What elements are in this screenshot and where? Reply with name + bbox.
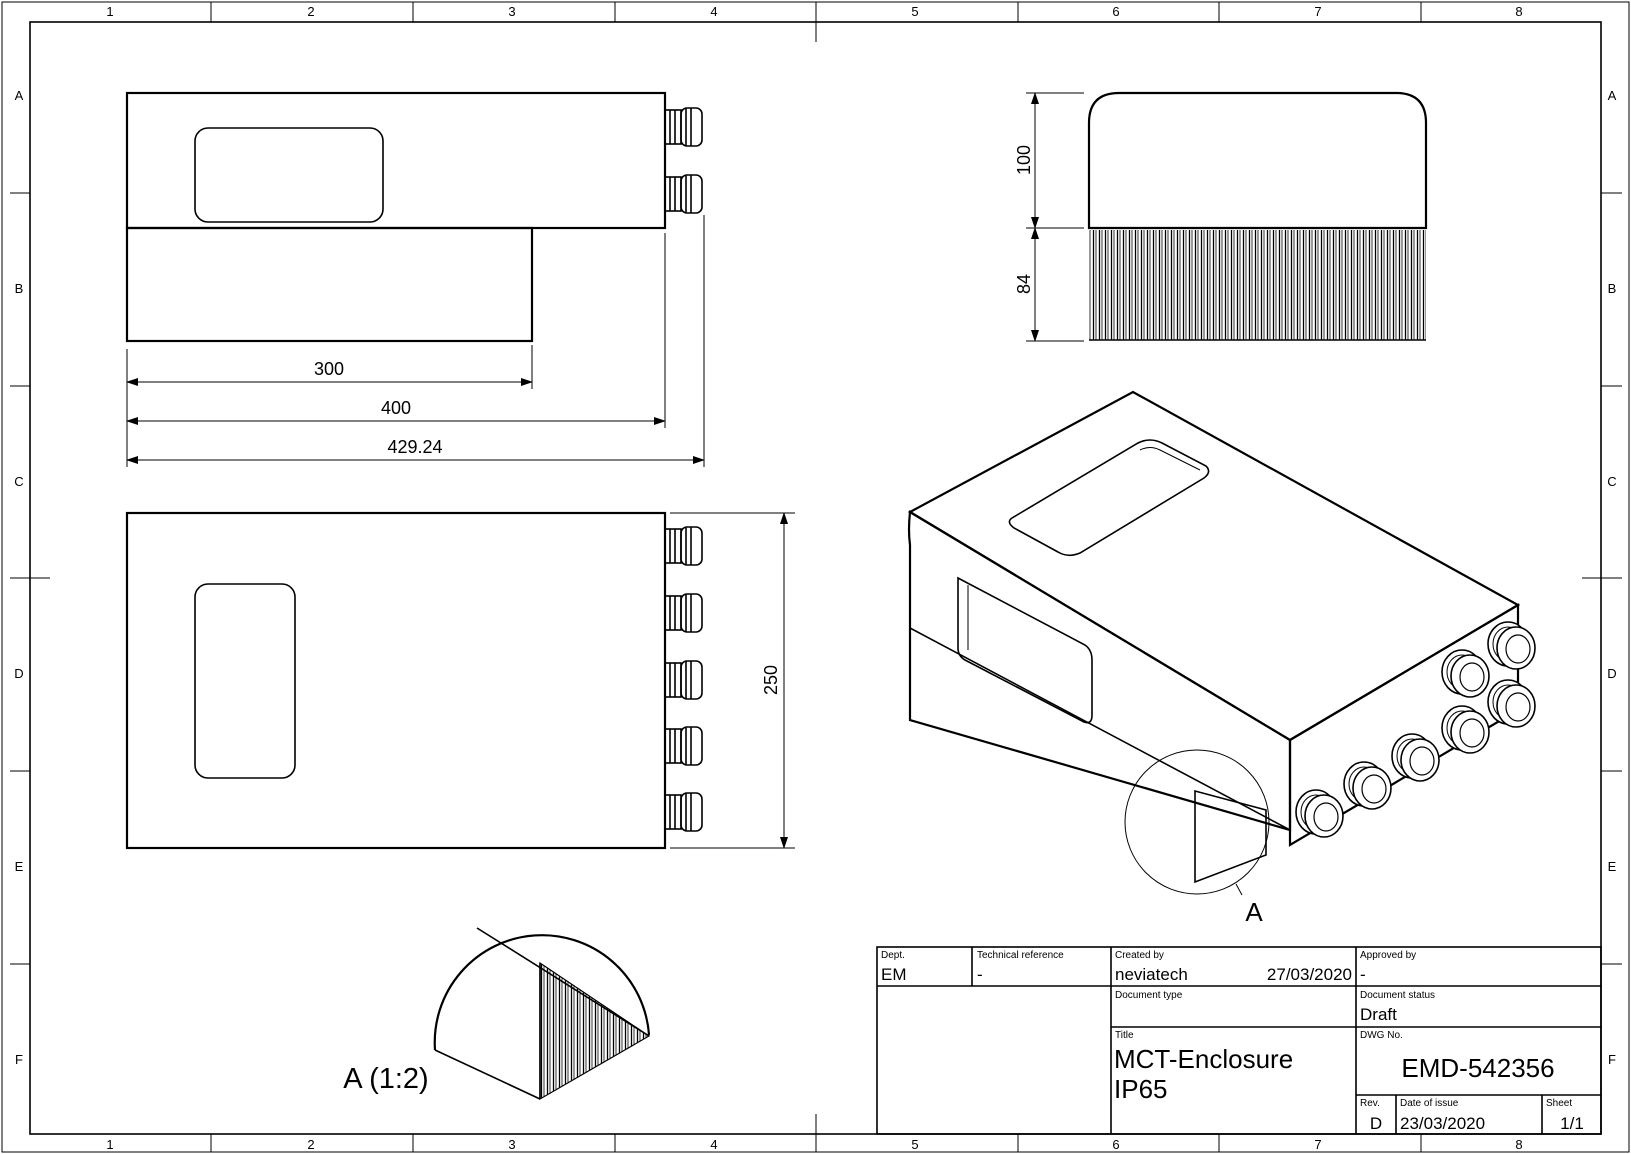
title-line-1: MCT-Enclosure	[1114, 1044, 1293, 1074]
grid-column-label: 4	[710, 4, 717, 19]
isometric-view: A	[907, 390, 1536, 927]
grid-row-label: E	[15, 859, 24, 874]
iso-cable-gland	[1295, 789, 1344, 838]
title-label: Title	[1115, 1030, 1134, 1041]
grid-row-label: C	[14, 474, 23, 489]
cable-gland	[664, 726, 703, 766]
iso-cable-gland	[1487, 621, 1536, 670]
grid-row-label: E	[1608, 859, 1617, 874]
grid-row-label: D	[1607, 666, 1616, 681]
detail-view-label: A (1:2)	[343, 1063, 428, 1095]
grid-row-label: A	[1608, 88, 1617, 103]
cable-gland	[664, 526, 703, 566]
dept-label: Dept.	[881, 950, 905, 961]
cable-gland	[664, 792, 703, 832]
title-line-2: IP65	[1114, 1074, 1168, 1104]
dimension-250-label: 250	[761, 665, 781, 695]
grid-column-label: 8	[1515, 4, 1522, 19]
title-block: Dept. EM Technical reference - Created b…	[876, 946, 1602, 1135]
iso-cable-gland	[1343, 761, 1392, 810]
cable-gland	[664, 593, 703, 633]
rev-value: D	[1370, 1114, 1382, 1133]
approved-label: Approved by	[1360, 950, 1416, 961]
issue-label: Date of issue	[1400, 1098, 1459, 1109]
dimension-100-label: 100	[1014, 145, 1034, 175]
grid-row-label: F	[1608, 1052, 1616, 1067]
techref-label: Technical reference	[977, 950, 1064, 961]
grid-column-label: 5	[911, 1137, 918, 1152]
grid-column-label: 4	[710, 1137, 717, 1152]
created-value: neviatech	[1115, 965, 1188, 984]
grid-row-label: C	[1607, 474, 1616, 489]
grid-row-label: D	[14, 666, 23, 681]
sheet-label: Sheet	[1546, 1098, 1572, 1109]
dimension-429-label: 429.24	[387, 437, 442, 457]
grid-column-label: 2	[307, 1137, 314, 1152]
dwg-label: DWG No.	[1360, 1030, 1403, 1041]
grid-row-label: A	[15, 88, 24, 103]
grid-row-label: B	[1608, 281, 1617, 296]
issue-value: 23/03/2020	[1400, 1114, 1485, 1133]
grid-column-label: 7	[1314, 1137, 1321, 1152]
doctype-label: Document type	[1115, 990, 1183, 1001]
dept-value: EM	[881, 965, 907, 984]
grid-column-label: 7	[1314, 4, 1321, 19]
sheet-value: 1/1	[1560, 1114, 1584, 1133]
dimension-300-label: 300	[314, 359, 344, 379]
grid-column-label: 5	[911, 4, 918, 19]
cable-gland-top	[664, 107, 703, 214]
iso-cable-gland	[1441, 649, 1490, 698]
dimension-84-label: 84	[1014, 274, 1034, 294]
side-view: 100 84	[1014, 91, 1428, 342]
grid-column-label: 8	[1515, 1137, 1522, 1152]
grid-column-label: 6	[1112, 4, 1119, 19]
docstatus-label: Document status	[1360, 990, 1435, 1001]
grid-row-label: B	[15, 281, 24, 296]
approved-value: -	[1360, 965, 1366, 984]
detail-a-marker: A	[1245, 897, 1263, 927]
iso-cable-gland	[1441, 705, 1490, 754]
docstatus-value: Draft	[1360, 1005, 1397, 1024]
grid-column-label: 1	[106, 1137, 113, 1152]
dwg-value: EMD-542356	[1401, 1053, 1554, 1083]
created-label: Created by	[1115, 950, 1164, 961]
dimension-400-label: 400	[381, 398, 411, 418]
grid-column-label: 2	[307, 4, 314, 19]
grid-row-label: F	[15, 1052, 23, 1067]
cable-gland	[664, 660, 703, 700]
created-date: 27/03/2020	[1267, 965, 1352, 984]
grid-column-label: 3	[508, 1137, 515, 1152]
iso-cable-gland	[1487, 679, 1536, 728]
grid-column-label: 3	[508, 4, 515, 19]
rev-label: Rev.	[1360, 1098, 1380, 1109]
plan-view: 250	[125, 511, 795, 850]
detail-a-circle	[1124, 749, 1270, 895]
iso-cable-gland	[1391, 733, 1440, 782]
grid-column-label: 6	[1112, 1137, 1119, 1152]
detail-view-a: A (1:2)	[343, 927, 651, 1101]
grid-column-label: 1	[106, 4, 113, 19]
techref-value: -	[977, 965, 983, 984]
heatsink-fins	[1089, 230, 1426, 340]
front-view: 300 400 429.24	[125, 91, 705, 467]
